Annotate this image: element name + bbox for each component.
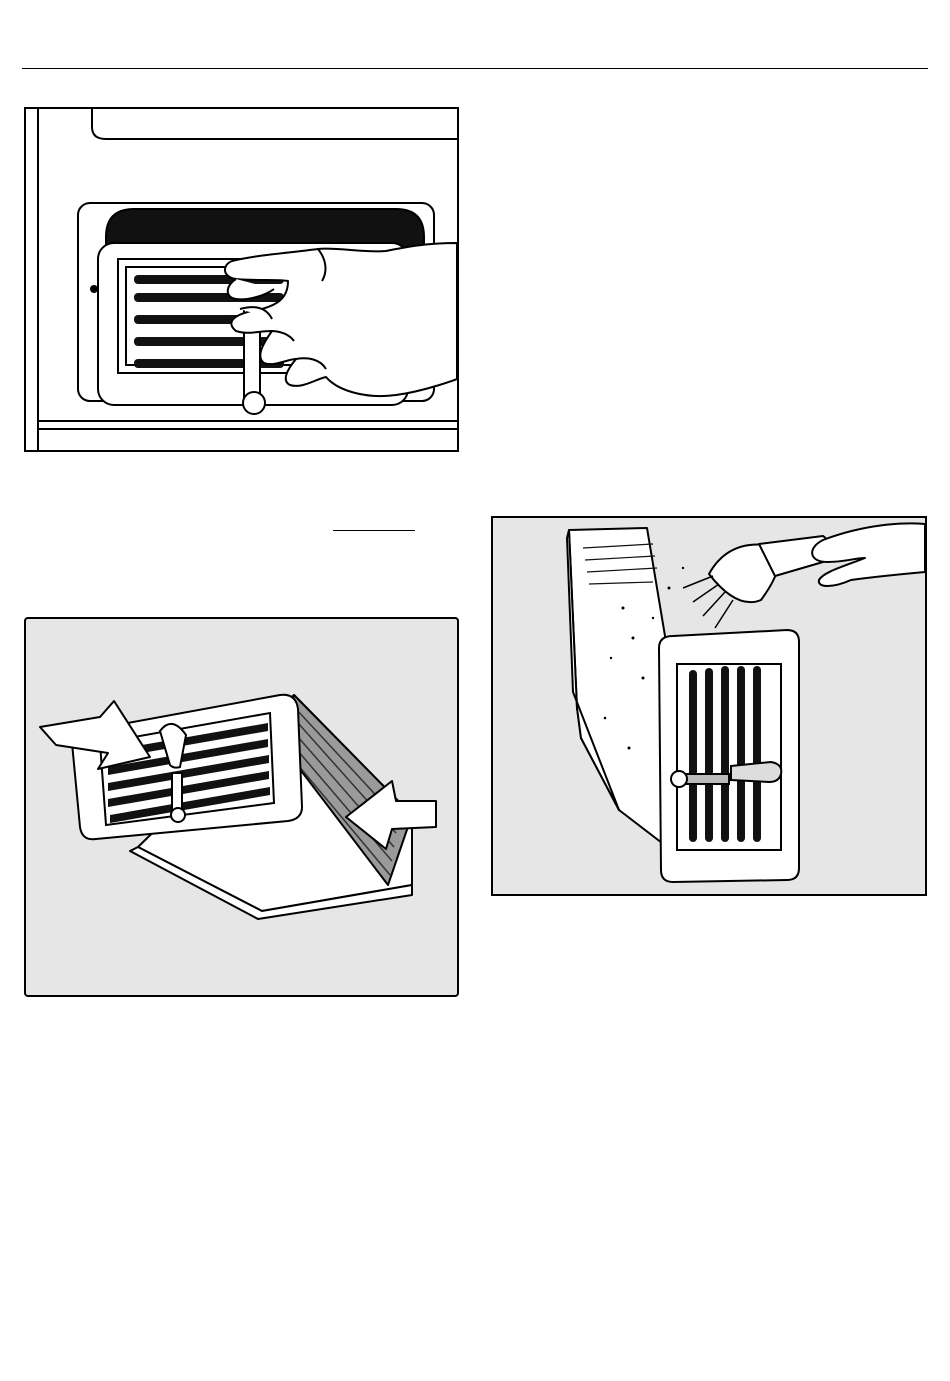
hand-pulling-filter-icon [26,109,457,450]
text-underline-mark [333,530,415,531]
header-rule [22,68,928,69]
filter-with-arrows-icon [26,619,457,995]
filter-rinsed-under-shower-icon [493,518,925,894]
rinse-filter-illustration [491,516,927,896]
remove-filter-illustration [24,107,459,452]
insert-filter-illustration [24,617,459,997]
